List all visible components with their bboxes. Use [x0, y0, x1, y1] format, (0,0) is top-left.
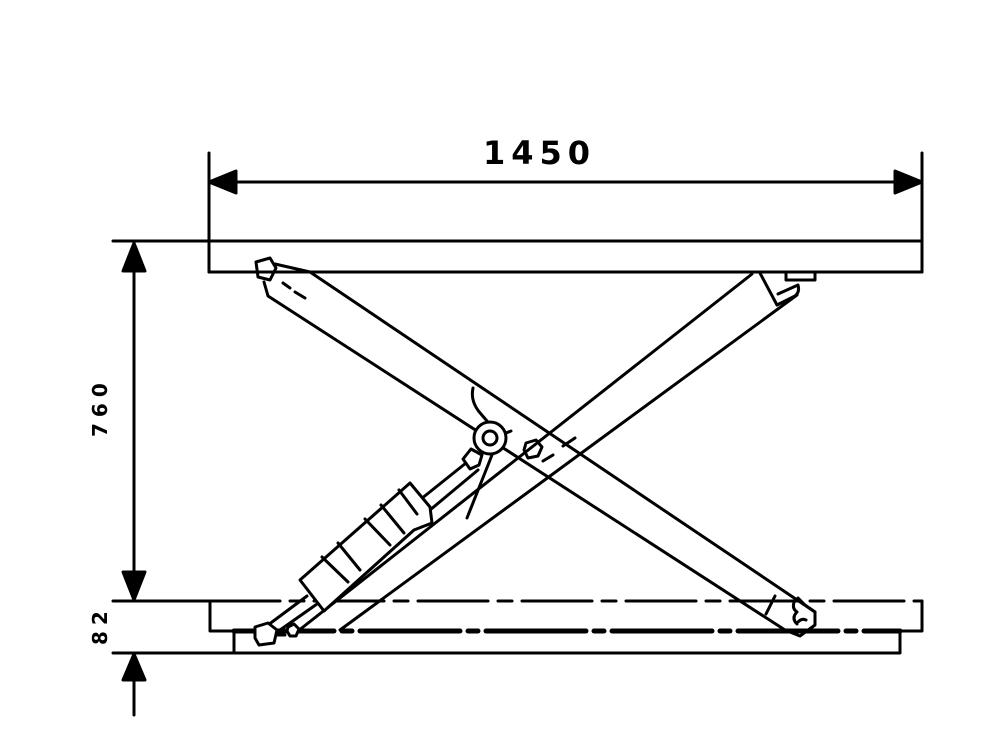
base-dimension: [111, 651, 236, 717]
hydraulic-cylinder: [253, 447, 484, 647]
height-dimension-label: 760: [88, 377, 112, 437]
arrow-down-icon: [121, 570, 147, 602]
pivot-bracket: [465, 386, 544, 520]
arrow-left-icon: [207, 169, 238, 195]
scissor-arm-b: [296, 270, 817, 633]
scissor-arm-a: [254, 256, 817, 638]
arrow-right-icon: [893, 169, 924, 195]
pivot-nut-icon: [522, 438, 544, 460]
ground-plate: [232, 629, 902, 655]
height-dimension: [111, 241, 212, 603]
central-pivot: [472, 420, 513, 456]
base-dimension-label: 82: [88, 605, 112, 645]
width-dimension-label: 1450: [483, 134, 597, 172]
top-platform: [111, 239, 924, 274]
arrow-up-icon: [121, 241, 147, 273]
